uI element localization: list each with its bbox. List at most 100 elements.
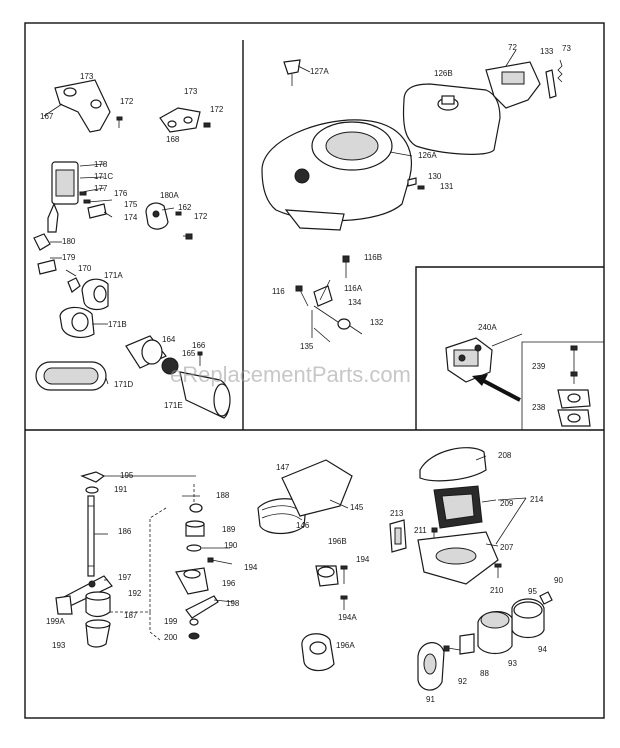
cover-91 — [417, 642, 445, 691]
label-132: 132 — [370, 318, 384, 327]
nut-188 — [189, 503, 203, 513]
leader-lines — [43, 49, 527, 603]
label-207: 207 — [500, 543, 514, 552]
diagram-frame — [24, 22, 605, 719]
label-171e: 171E — [164, 401, 183, 410]
spring-73 — [557, 59, 563, 83]
label-73: 73 — [562, 44, 571, 53]
label-172: 172 — [120, 97, 134, 106]
label-175: 175 — [124, 200, 138, 209]
screen-165 — [161, 357, 179, 375]
label-147: 147 — [276, 463, 290, 472]
label-116: 116 — [272, 287, 285, 296]
wing-nut-195 — [80, 471, 106, 483]
dipstick-cap-127a — [283, 59, 301, 86]
label-167: 167 — [40, 112, 54, 121]
label-93: 93 — [508, 659, 517, 668]
label-172: 172 — [210, 105, 224, 114]
deflector-180a — [145, 202, 169, 230]
label-209: 209 — [500, 499, 514, 508]
label-213: 213 — [390, 509, 404, 518]
elbow-196 — [175, 567, 209, 595]
label-179: 179 — [62, 253, 76, 262]
cover-208 — [419, 447, 487, 482]
governor-116a-134 — [313, 279, 345, 327]
elbow-180 — [33, 233, 51, 251]
label-92: 92 — [458, 677, 467, 686]
label-191: 191 — [114, 485, 128, 494]
gasket-213 — [389, 519, 407, 553]
label-72: 72 — [508, 43, 517, 52]
label-193: 193 — [52, 641, 66, 650]
label-171d: 171D — [114, 380, 133, 389]
label-192: 192 — [128, 589, 142, 598]
label-211: 211 — [414, 526, 427, 535]
gasket-199a — [55, 595, 73, 615]
label-126a: 126A — [418, 151, 437, 160]
label-171b: 171B — [108, 320, 127, 329]
clip-90 — [539, 591, 553, 605]
label-94: 94 — [538, 645, 547, 654]
label-145: 145 — [350, 503, 364, 512]
label-164: 164 — [162, 335, 176, 344]
label-126b: 126B — [434, 69, 453, 78]
clip-133 — [545, 69, 557, 99]
label-199a: 199A — [46, 617, 65, 626]
fuel-tank-126b — [402, 83, 501, 155]
label-177: 177 — [94, 184, 108, 193]
linkage-116 — [295, 285, 309, 307]
label-116b: 116B — [364, 253, 382, 262]
label-186: 186 — [118, 527, 132, 536]
muffler-171d — [35, 361, 107, 391]
screw-210 — [494, 563, 502, 578]
label-127a: 127A — [310, 67, 329, 76]
label-238: 238 — [532, 403, 546, 412]
muffler-bracket-168 — [159, 107, 201, 133]
stud-186 — [87, 495, 95, 577]
label-196b: 196B — [328, 537, 347, 546]
cover-193 — [85, 619, 111, 648]
arrow — [472, 374, 521, 402]
bushing-189 — [185, 520, 205, 537]
label-162: 162 — [178, 203, 192, 212]
bushing-132 — [337, 318, 363, 335]
label-196a: 196A — [336, 641, 355, 650]
screw-172c — [183, 233, 193, 240]
label-173: 173 — [80, 72, 94, 81]
label-116a: 116A — [344, 284, 363, 293]
screw-194a — [207, 557, 233, 565]
label-239: 239 — [532, 362, 546, 371]
bracket-198 — [185, 595, 219, 619]
label-208: 208 — [498, 451, 512, 460]
label-88: 88 — [480, 669, 489, 678]
label-199: 199 — [164, 617, 178, 626]
label-180: 180 — [62, 237, 76, 246]
label-131: 131 — [440, 182, 454, 191]
label-197: 197 — [118, 573, 132, 582]
pipe-179 — [37, 259, 57, 275]
label-210: 210 — [490, 586, 504, 595]
muffler-171c — [47, 161, 79, 233]
washer-199 — [189, 618, 199, 626]
screw-162 — [175, 211, 182, 216]
label-194: 194 — [244, 563, 258, 572]
muffler-171e — [179, 371, 231, 419]
leader-dashed-1 — [110, 507, 167, 613]
label-194a: 194A — [338, 613, 357, 622]
label-174: 174 — [124, 213, 138, 222]
housing-94 — [511, 598, 545, 639]
muffler-164 — [125, 335, 167, 369]
adapter-196a — [301, 633, 335, 672]
carburetor-inset-frame — [415, 266, 604, 430]
label-189: 189 — [222, 525, 236, 534]
label-196: 196 — [222, 579, 236, 588]
washer-190 — [186, 544, 202, 552]
carburetor-detail-frame — [521, 341, 604, 430]
element-192 — [85, 591, 111, 618]
screw-92 — [443, 645, 461, 652]
label-90: 90 — [554, 576, 563, 585]
adapter-196b — [315, 565, 339, 587]
label-172: 172 — [194, 212, 208, 221]
element-93 — [477, 611, 513, 655]
label-130: 130 — [428, 172, 442, 181]
